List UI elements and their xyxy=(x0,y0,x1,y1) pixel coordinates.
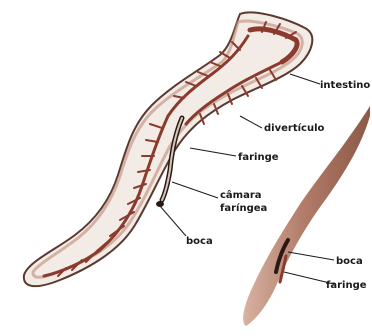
label-camara: câmara xyxy=(220,189,262,201)
label-faringe: faringe xyxy=(238,152,279,163)
label-diverticulo: divertículo xyxy=(264,122,325,134)
inset-pharynx-illustration xyxy=(243,106,370,326)
label-intestino: intestino xyxy=(320,80,370,91)
label-boca-inset: boca xyxy=(336,256,363,267)
label-faringea: faríngea xyxy=(220,202,267,214)
label-faringe-inset: faringe xyxy=(326,280,367,291)
label-boca: boca xyxy=(186,236,213,247)
flatworm-body xyxy=(24,12,312,286)
